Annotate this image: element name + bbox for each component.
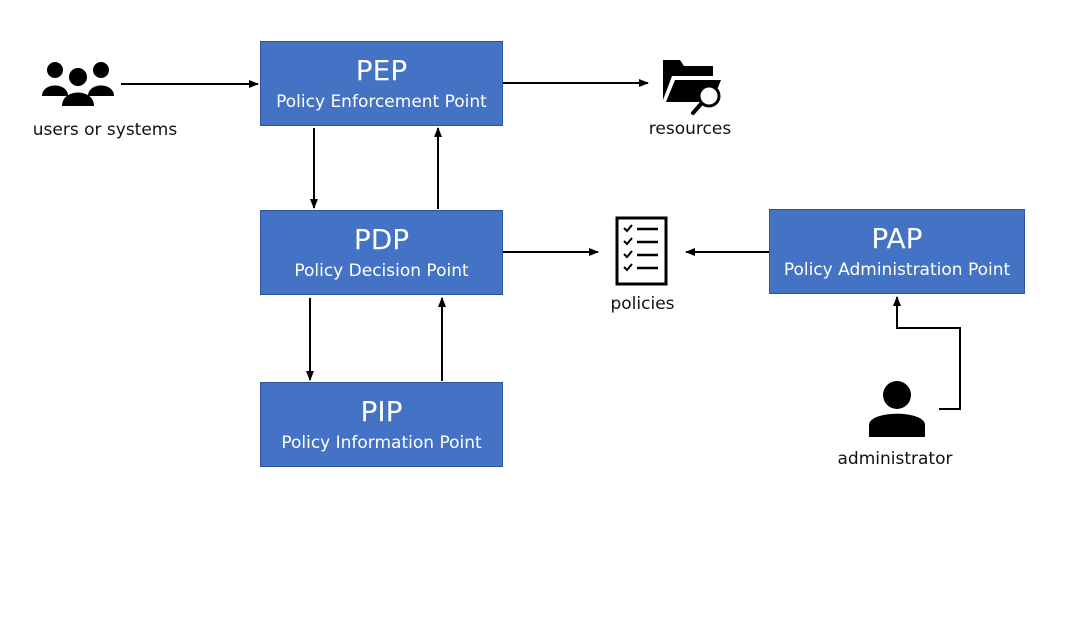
users-label: users or systems bbox=[32, 120, 178, 140]
pap-full-name: Policy Administration Point bbox=[783, 259, 1011, 280]
pep-box: PEP Policy Enforcement Point bbox=[260, 41, 503, 126]
folder-search-icon bbox=[663, 60, 721, 115]
pep-full-name: Policy Enforcement Point bbox=[276, 91, 487, 112]
person-icon bbox=[869, 381, 925, 437]
policies-label: policies bbox=[610, 294, 675, 314]
pep-abbr: PEP bbox=[355, 53, 408, 87]
administrator-label: administrator bbox=[837, 449, 953, 469]
pap-abbr: PAP bbox=[871, 221, 923, 255]
pdp-abbr: PDP bbox=[353, 222, 410, 256]
users-group-icon bbox=[42, 62, 114, 106]
pap-box: PAP Policy Administration Point bbox=[769, 209, 1025, 294]
pip-abbr: PIP bbox=[360, 394, 403, 428]
pip-box: PIP Policy Information Point bbox=[260, 382, 503, 467]
resources-label: resources bbox=[648, 119, 732, 139]
arrow-admin-to-pap bbox=[893, 296, 961, 410]
pdp-full-name: Policy Decision Point bbox=[294, 260, 469, 281]
pip-full-name: Policy Information Point bbox=[281, 432, 482, 453]
pdp-box: PDP Policy Decision Point bbox=[260, 210, 503, 295]
checklist-icon bbox=[615, 216, 668, 286]
